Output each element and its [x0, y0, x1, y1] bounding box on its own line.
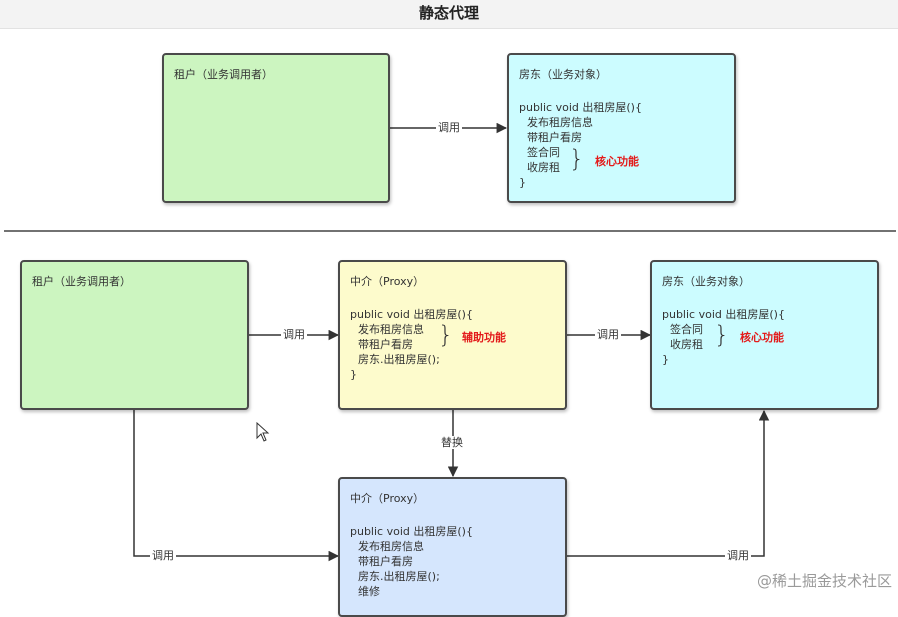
edge-label-call: 调用	[281, 328, 307, 341]
edge-label-replace: 替换	[439, 436, 465, 449]
code-line: 带租户看房	[358, 555, 413, 568]
tenant-to-proxy2-arrow	[133, 410, 340, 562]
proxy2-title: 中介（Proxy）	[350, 492, 425, 505]
page-title: 静态代理	[0, 0, 898, 29]
code-line: }	[662, 353, 669, 366]
proxy2-code: public void 出租房屋(){ 发布租房信息 带租户看房 房东.出租房屋…	[350, 524, 555, 599]
core-function-tag: 核心功能	[595, 155, 639, 168]
curly-brace-icon: }	[438, 321, 454, 349]
code-line: public void 出租房屋(){	[350, 308, 473, 321]
top-tenant-box: 租户（业务调用者）	[162, 53, 390, 203]
code-line: 发布租房信息	[527, 116, 593, 129]
mouse-cursor-icon	[256, 422, 270, 442]
code-line: 发布租房信息	[358, 323, 424, 336]
code-line: 房东.出租房屋();	[358, 570, 440, 583]
bottom-tenant-box: 租户（业务调用者）	[20, 260, 249, 410]
code-line: 发布租房信息	[358, 540, 424, 553]
bottom-landlord-box: 房东（业务对象） public void 出租房屋(){ 签合同 收房租 } }…	[650, 260, 879, 410]
code-line: 带租户看房	[358, 338, 413, 351]
aux-function-tag: 辅助功能	[462, 331, 506, 344]
edge-label-call: 调用	[595, 328, 621, 341]
curly-brace-icon: }	[714, 321, 730, 349]
code-line: 签合同	[670, 323, 703, 336]
code-line: 维修	[358, 585, 380, 598]
code-line: 签合同	[527, 146, 560, 159]
proxy-code: public void 出租房屋(){ 发布租房信息 带租户看房 房东.出租房屋…	[350, 307, 555, 382]
proxy-title: 中介（Proxy）	[350, 275, 425, 288]
top-tenant-title: 租户（业务调用者）	[174, 68, 273, 81]
curly-brace-icon: }	[569, 145, 585, 173]
code-line: 收房租	[527, 161, 560, 174]
bottom-landlord-code: public void 出租房屋(){ 签合同 收房租 }	[662, 307, 867, 367]
code-line: public void 出租房屋(){	[519, 101, 642, 114]
proxy-box: 中介（Proxy） public void 出租房屋(){ 发布租房信息 带租户…	[338, 260, 567, 410]
core-function-tag: 核心功能	[740, 331, 784, 344]
code-line: public void 出租房屋(){	[350, 525, 473, 538]
code-line: public void 出租房屋(){	[662, 308, 785, 321]
bottom-landlord-title: 房东（业务对象）	[662, 275, 750, 288]
code-line: }	[519, 176, 526, 189]
proxy2-to-landlord-arrow	[566, 409, 770, 557]
code-line: 收房租	[670, 338, 703, 351]
top-landlord-box: 房东（业务对象） public void 出租房屋(){ 发布租房信息 带租户看…	[507, 53, 736, 203]
bottom-tenant-title: 租户（业务调用者）	[32, 275, 131, 288]
top-landlord-title: 房东（业务对象）	[519, 68, 607, 81]
edge-label-call: 调用	[150, 549, 176, 562]
top-landlord-code: public void 出租房屋(){ 发布租房信息 带租户看房 签合同 收房租…	[519, 100, 724, 190]
code-line: }	[350, 368, 357, 381]
code-line: 房东.出租房屋();	[358, 353, 440, 366]
edge-label-call: 调用	[436, 121, 462, 134]
proxy2-box: 中介（Proxy） public void 出租房屋(){ 发布租房信息 带租户…	[338, 477, 567, 617]
code-line: 带租户看房	[527, 131, 582, 144]
edge-label-call: 调用	[725, 549, 751, 562]
watermark: @稀土掘金技术社区	[756, 572, 892, 590]
